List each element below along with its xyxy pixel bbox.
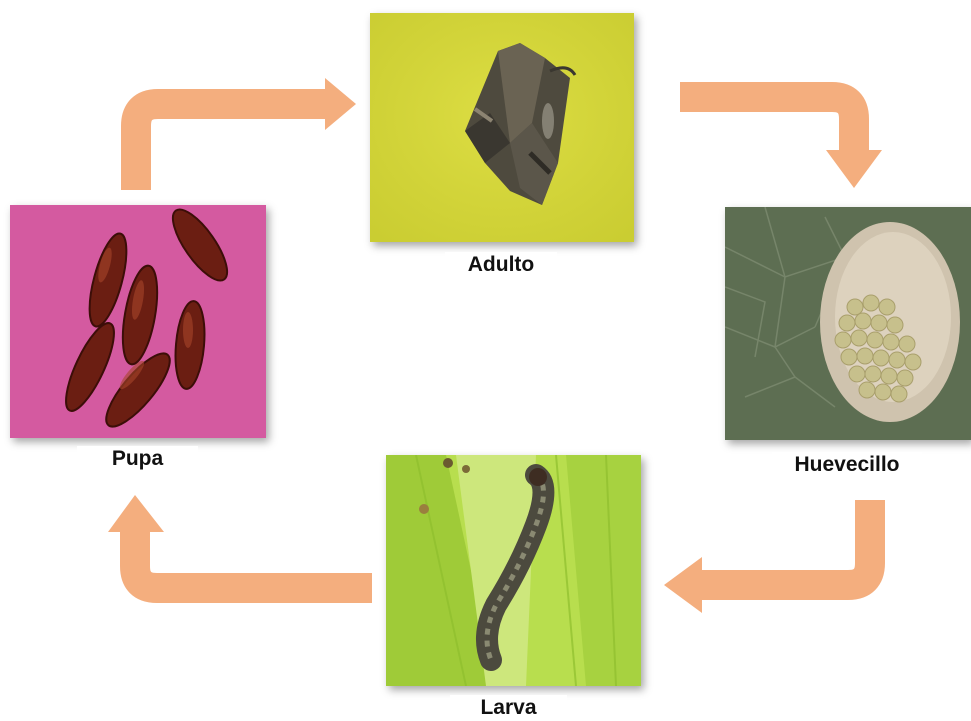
stage-label-adulto: Adulto (445, 252, 557, 278)
arrow-pupa-to-adulto (136, 104, 325, 190)
arrowhead-down (826, 150, 882, 188)
arrowhead-left (664, 557, 702, 613)
stage-label-huevecillo: Huevecillo (772, 452, 922, 478)
stage-label-pupa: Pupa (77, 446, 198, 472)
stage-label-larva: Larva (450, 695, 567, 721)
arrow-huevecillo-to-larva (702, 500, 870, 585)
pupa-image (10, 205, 266, 438)
arrowhead-up (108, 495, 164, 532)
arrow-larva-to-pupa (135, 530, 372, 588)
larva-image (386, 455, 641, 686)
adult-moth-image (370, 13, 634, 242)
egg-mass-image (725, 207, 971, 440)
arrowhead-right (325, 78, 356, 130)
arrow-adulto-to-huevecillo (680, 97, 854, 152)
